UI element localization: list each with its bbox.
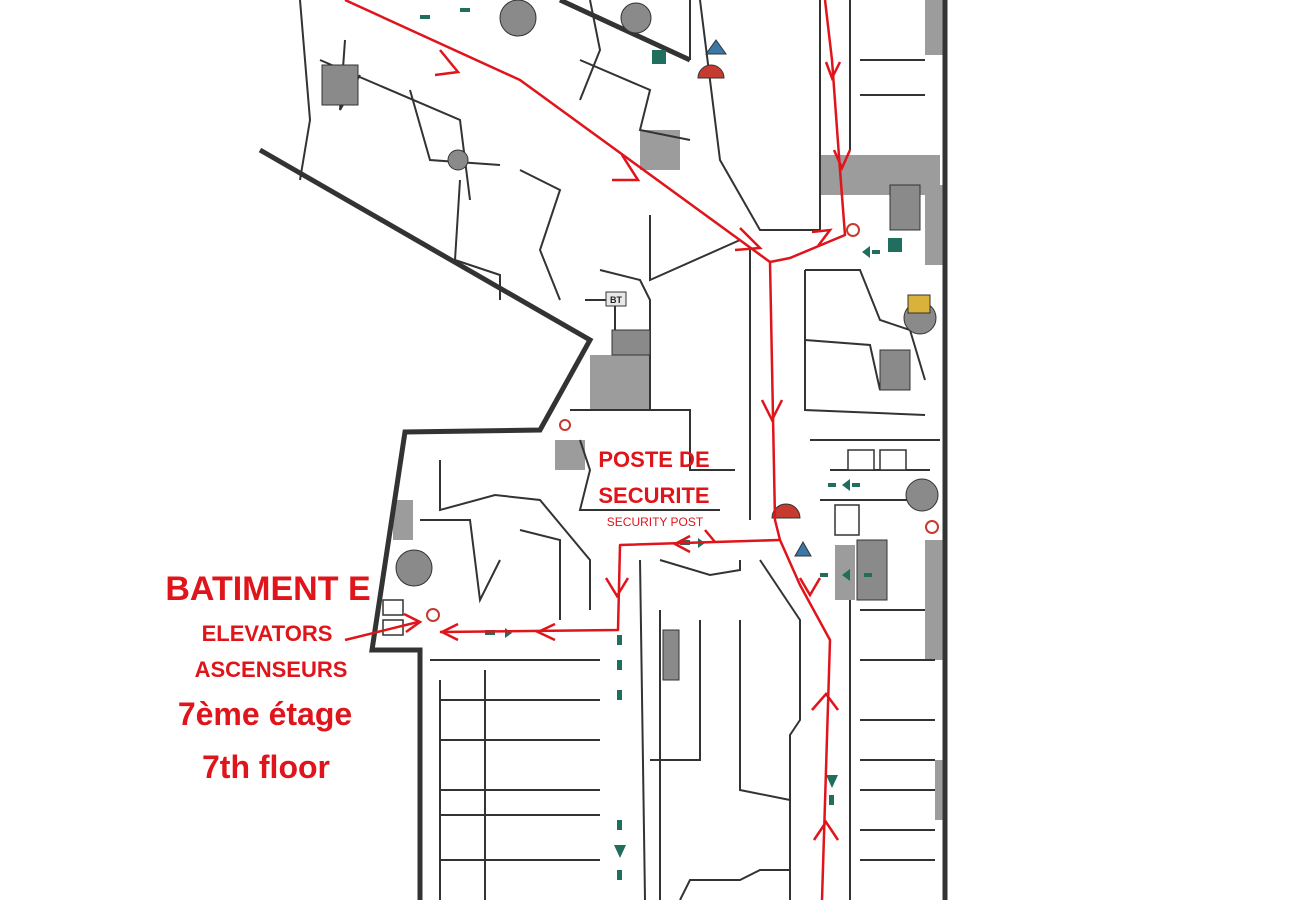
stairs-icon — [321, 0, 939, 681]
security-post-subtitle: SECURITY POST — [607, 515, 704, 529]
first-aid-icon — [705, 39, 812, 557]
elevator-pointer — [344, 612, 423, 642]
outer-walls — [258, 0, 948, 900]
floor-label-fr: 7ème étage — [178, 696, 352, 732]
elevators-label-en: ELEVATORS — [202, 621, 333, 646]
security-post-title-line1: POSTE DE — [598, 447, 709, 472]
elevator-icon — [382, 449, 907, 636]
interior-walls — [299, 0, 940, 900]
building-name: BATIMENT E — [165, 570, 370, 608]
fire-extinguisher-icon — [697, 64, 801, 519]
security-post-title-line2: SECURITE — [598, 483, 709, 508]
route-path — [344, 0, 847, 900]
elevator-landing-marker — [426, 223, 939, 622]
elevators-label-fr: ASCENSEURS — [195, 657, 348, 682]
route-arrow-icon — [434, 49, 852, 841]
yellow-stair-marker — [907, 294, 931, 314]
svg-text:BT: BT — [610, 295, 622, 305]
floor-label-en: 7th floor — [202, 749, 330, 785]
bt-marker: BT — [605, 291, 627, 307]
